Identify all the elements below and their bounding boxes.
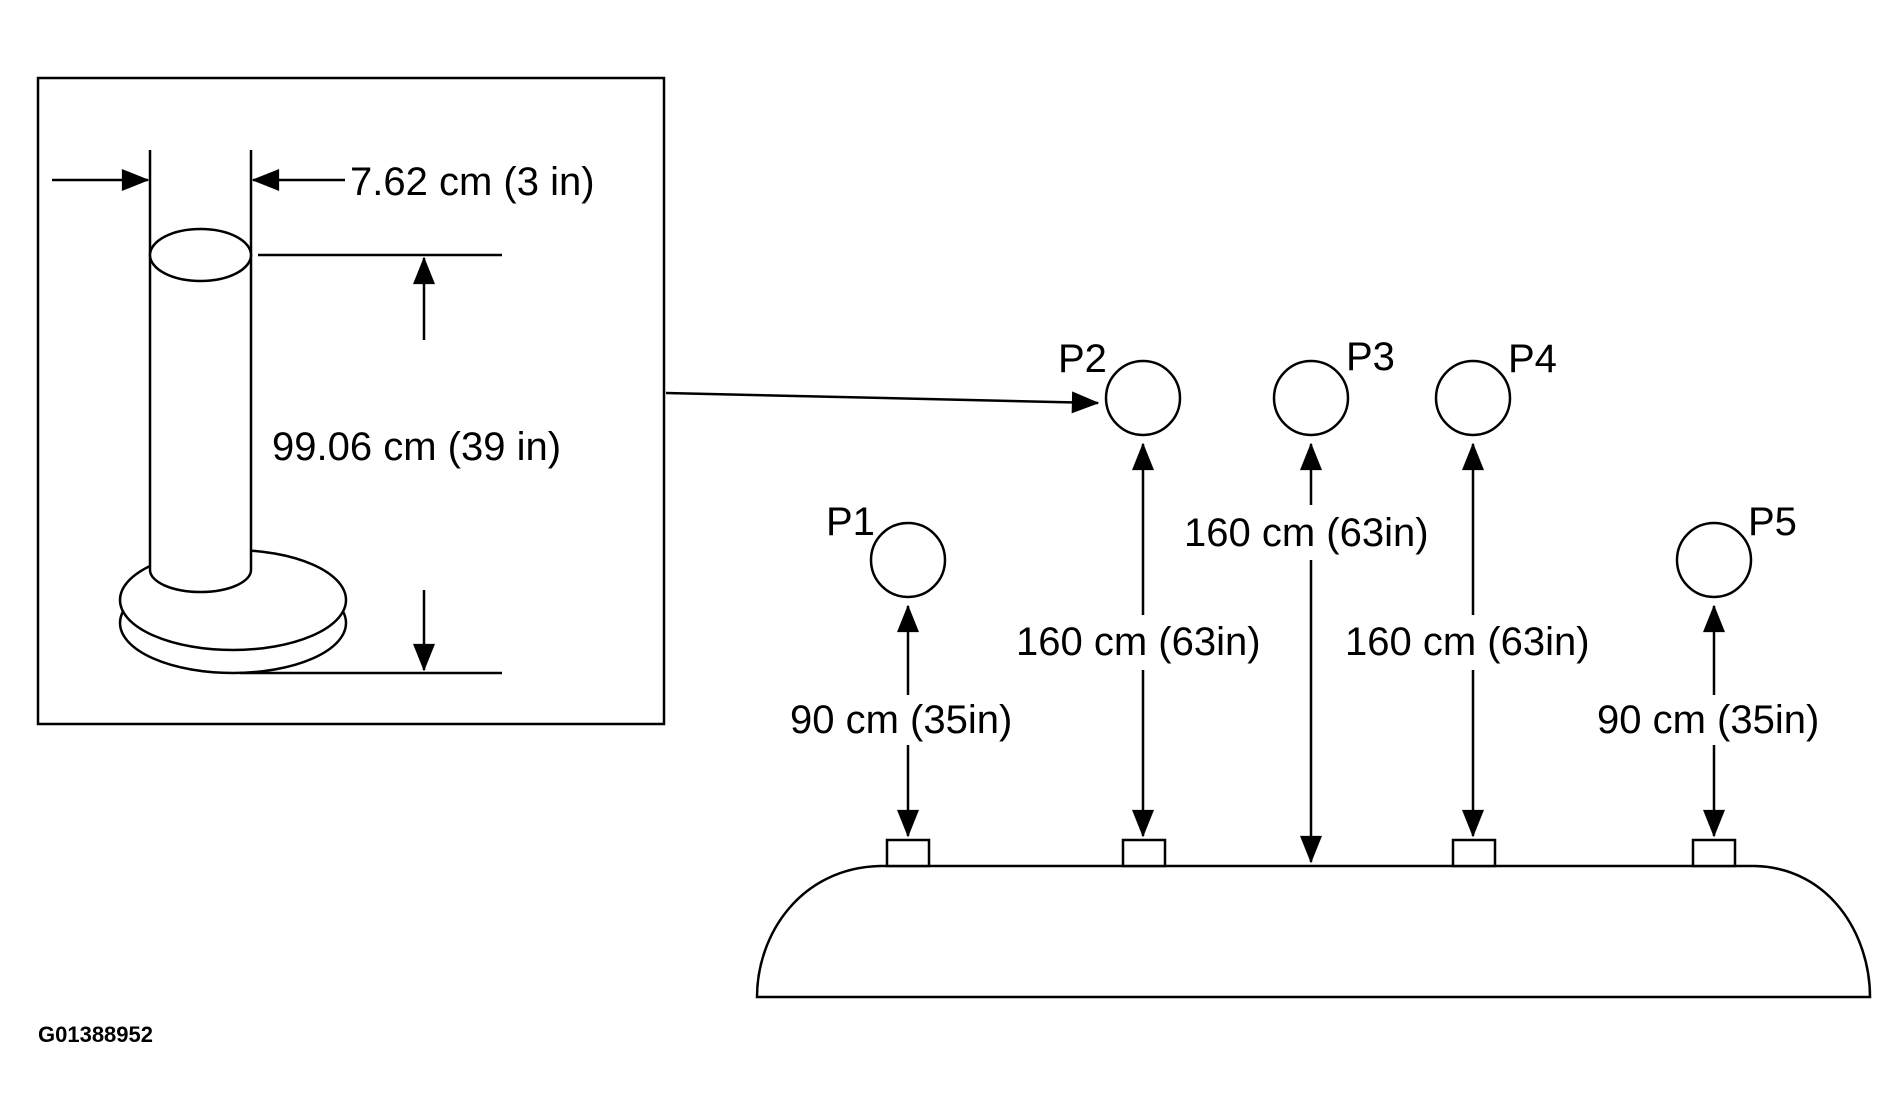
pole-p3: [1272, 359, 1350, 437]
distance-label-p5: 90 cm (35in): [1597, 698, 1819, 742]
diameter-label: 7.62 cm (3 in): [350, 160, 595, 204]
height-label: 99.06 cm (39 in): [272, 425, 561, 469]
test-point-p2: P2 160 cm (63in): [1016, 337, 1261, 838]
sensors: [885, 838, 1737, 868]
test-point-p5: P5 90 cm (35in): [1597, 500, 1819, 838]
pole: [148, 150, 253, 595]
pole-top: [148, 227, 253, 283]
pole-p1: [869, 521, 947, 599]
pole-p4: [1434, 359, 1512, 437]
vehicle-outline: [755, 864, 1872, 999]
test-point-p1: P1 90 cm (35in): [790, 500, 1012, 838]
pole-p2: [1104, 359, 1182, 437]
distance-label-p1: 90 cm (35in): [790, 698, 1012, 742]
test-point-p3: P3 160 cm (63in): [1184, 335, 1429, 864]
point-label-p3: P3: [1346, 335, 1395, 379]
point-label-p5: P5: [1748, 500, 1797, 544]
point-label-p2: P2: [1058, 337, 1107, 381]
distance-label-p4: 160 cm (63in): [1345, 620, 1590, 664]
pole-p5: [1675, 521, 1753, 599]
inset-leader-arrow: [665, 391, 1100, 414]
point-label-p4: P4: [1508, 337, 1557, 381]
sensor-1: [885, 838, 931, 868]
sensor-5: [1691, 838, 1737, 868]
test-point-p4: P4 160 cm (63in): [1345, 337, 1590, 838]
point-label-p1: P1: [826, 500, 875, 544]
distance-label-p2: 160 cm (63in): [1016, 620, 1261, 664]
sensor-2: [1121, 838, 1167, 868]
sensor-4: [1451, 838, 1497, 868]
inset-frame: [36, 76, 666, 726]
inset-panel: 7.62 cm (3 in) 99.06 cm (39 in): [36, 76, 666, 726]
height-dimension: [240, 253, 502, 675]
figure-code: G01388952: [38, 1022, 153, 1047]
distance-label-p3: 160 cm (63in): [1184, 511, 1429, 555]
